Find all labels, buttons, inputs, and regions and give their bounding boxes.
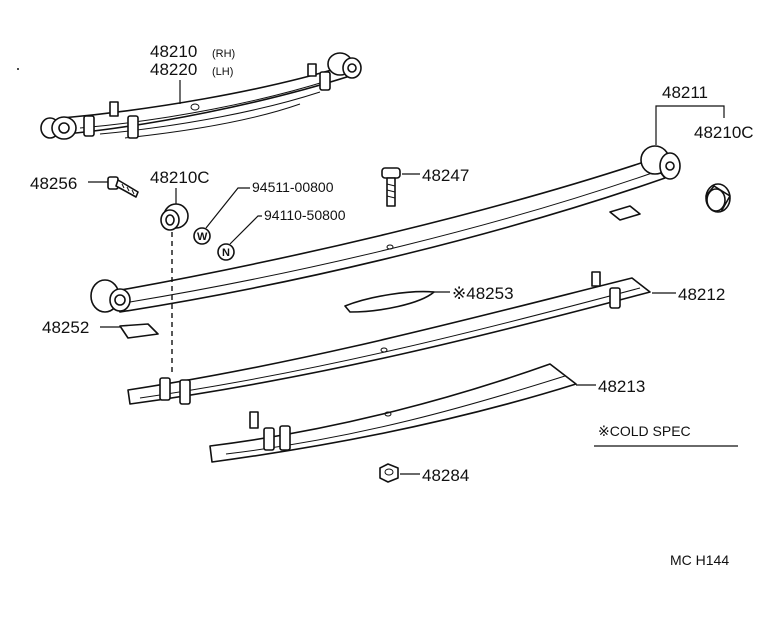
main-leaf-48211-drawing [90,145,681,313]
label-48253: ※48253 [452,284,514,303]
label-lh: (LH) [212,66,233,78]
label-rh: (RH) [212,48,235,60]
cold-spec-note: ※COLD SPEC [598,423,691,439]
bushing-left-drawing [160,203,189,231]
label-48256: 48256 [30,174,77,193]
mark-n: N [222,247,230,259]
label-48211: 48211 [662,83,708,102]
spring-assembly-drawing [40,52,362,140]
label-94110-50800: 94110-50800 [264,207,346,223]
bushing-right-drawing [705,183,731,213]
label-48210: 48210 [150,42,197,61]
pad-right-drawing [609,205,641,221]
center-bolt-48247-drawing [381,167,401,207]
washer-w-icon [193,227,211,245]
nut-48284-drawing [379,463,399,483]
label-48252: 48252 [42,318,89,337]
pad-48252-drawing [119,323,159,339]
label-48220: 48220 [150,60,197,79]
figure-code: MC H144 [670,552,729,568]
insert-48253-drawing [344,290,435,313]
label-48284: 48284 [422,466,469,485]
label-48210c-left: 48210C [150,168,210,187]
label-48210c-right: 48210C [694,123,754,142]
bolt-48256-drawing [107,176,139,198]
leaf-48213-drawing [209,363,577,463]
leaf-48212-drawing [127,271,651,405]
mark-w: W [197,231,208,243]
label-48247: 48247 [422,166,469,185]
nut-n-icon [217,243,235,261]
label-94511-00800: 94511-00800 [252,179,334,195]
label-48212: 48212 [678,285,725,304]
label-48213: 48213 [598,377,645,396]
